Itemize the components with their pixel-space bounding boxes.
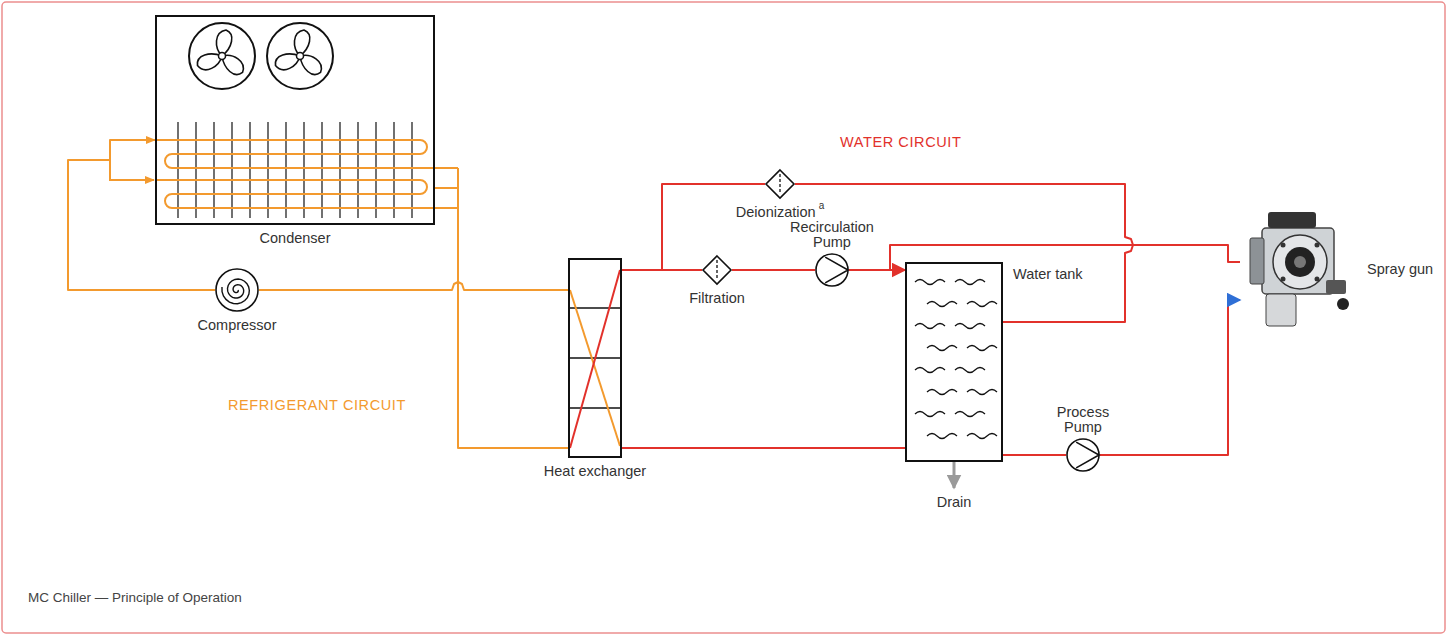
refrigerant-line [259, 282, 568, 290]
spray-gun-outline [1240, 205, 1355, 330]
water-line [622, 184, 765, 270]
condenser-unit-outline [155, 15, 435, 225]
drain-label: Drain [937, 494, 972, 510]
condenser-coils [110, 140, 458, 208]
label-group: Filtration [689, 290, 745, 306]
recirculation-pump: Recirculation Pump [815, 253, 849, 287]
component-label: Compressor [198, 317, 277, 333]
condenser-unit: Condenser [155, 15, 435, 225]
deionization-filter-outline [765, 169, 795, 199]
water-line [795, 184, 1133, 322]
compressor-symbol-outline [215, 268, 259, 312]
heat-exchanger-outline [568, 258, 622, 458]
component-label: Condenser [260, 230, 331, 246]
component-label: Water tank [1013, 266, 1083, 282]
water-line [1003, 454, 1066, 456]
component-label: Deionization [736, 204, 816, 220]
refrigerant-line [435, 188, 568, 448]
footnote-marker: a [819, 201, 825, 211]
process-pump: Process Pump [1066, 438, 1100, 472]
filtration-filter-outline [702, 255, 732, 285]
heat-exchanger-plates [568, 270, 622, 448]
caption: MC Chiller — Principle of Operation [28, 590, 242, 606]
water-tank-outline [905, 262, 1003, 462]
component-label: Filtration [689, 290, 745, 306]
label-group: Condenser [260, 230, 331, 246]
component-label: Process Pump [1045, 405, 1121, 435]
heat-exchanger: Heat exchanger [568, 258, 622, 458]
recirculation-pump-outline [815, 253, 849, 287]
label-group: Spray gun [1367, 261, 1433, 277]
water-line [622, 447, 905, 449]
component-label: Recirculation Pump [782, 220, 882, 250]
compressor-symbol: Compressor [215, 268, 259, 312]
tank-water [915, 280, 997, 439]
water-line [732, 269, 815, 271]
circuit-label: REFRIGERANT CIRCUIT [228, 397, 406, 413]
water-tank: Water tank [905, 262, 1003, 462]
label-group: Deionizationa [736, 204, 824, 220]
spray-gun: Spray gun [1240, 205, 1355, 330]
filtration-filter: Filtration [702, 255, 732, 285]
component-label: Spray gun [1367, 261, 1433, 277]
spray-gun-illustration [1250, 212, 1349, 326]
label-group: Recirculation Pump [782, 220, 882, 250]
component-label: Heat exchanger [544, 463, 646, 479]
label-group: Heat exchanger [544, 463, 646, 479]
circuit-label: WATER CIRCUIT [840, 134, 961, 150]
refrigerant-line [68, 140, 215, 290]
deionization-filter: Deionizationa [765, 169, 795, 199]
condenser-fans [189, 23, 333, 89]
process-pump-outline [1066, 438, 1100, 472]
label-group: Water tank [1013, 266, 1083, 282]
water-line [1100, 300, 1240, 455]
label-group: Process Pump [1045, 405, 1121, 435]
condenser-fins [178, 122, 412, 218]
label-group: Compressor [198, 317, 277, 333]
drain-arrow [954, 462, 955, 488]
